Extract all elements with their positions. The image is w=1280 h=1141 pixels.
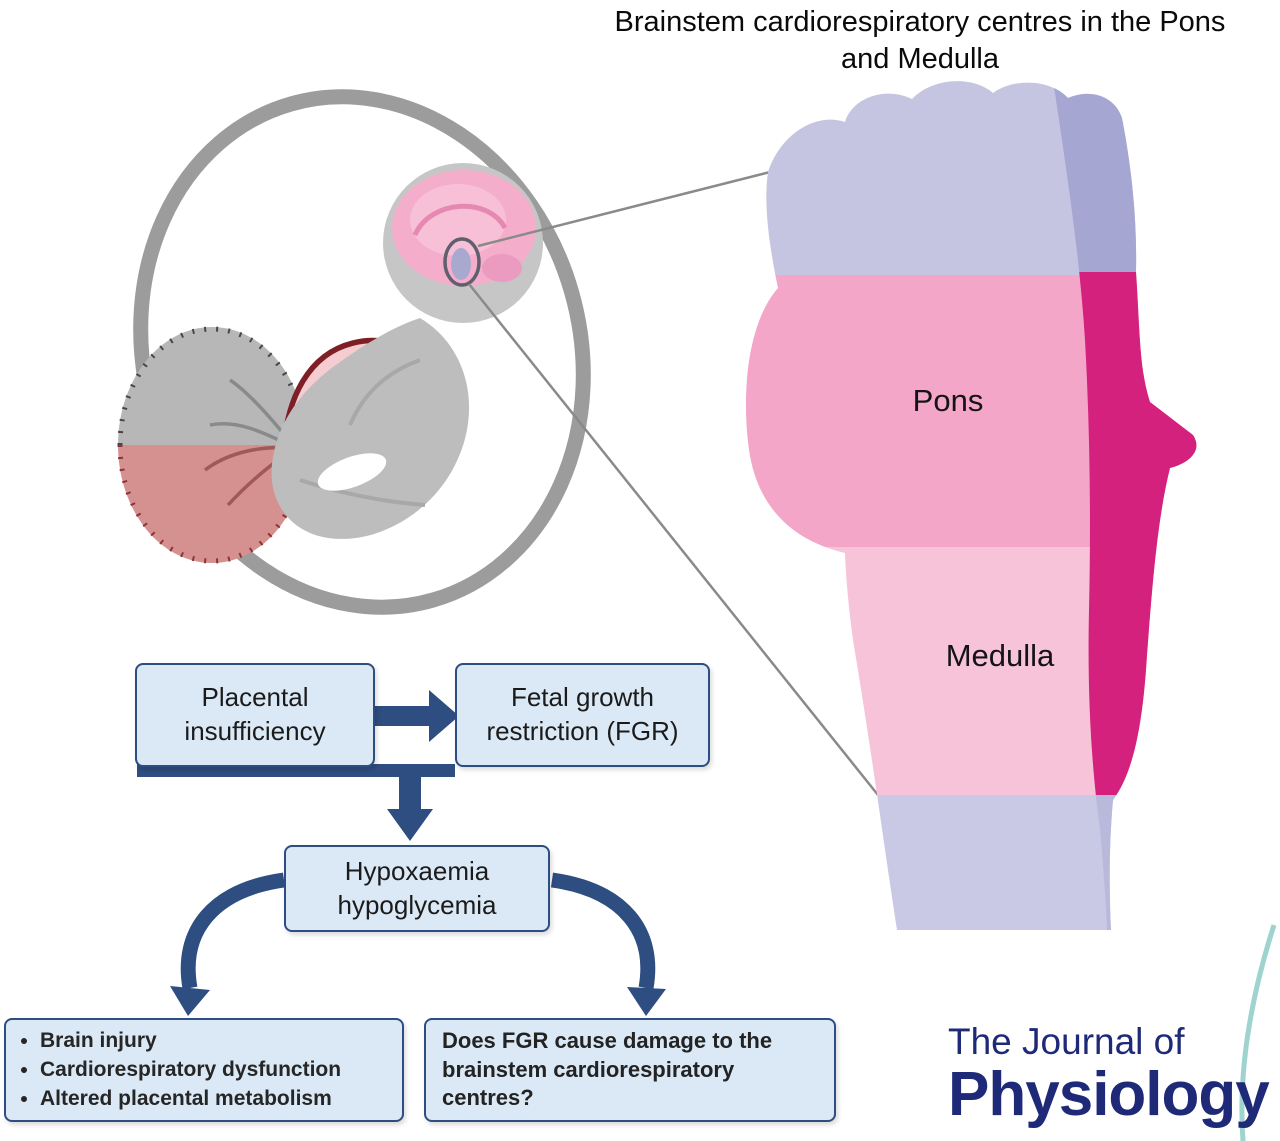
fgr-box: Fetal growth restriction (FGR) [455, 663, 710, 767]
placenta [117, 326, 307, 564]
zoom-line-upper [477, 170, 771, 248]
pons-label: Pons [912, 383, 984, 418]
hypoxaemia-text: Hypoxaemia hypoglycemia [337, 855, 497, 920]
uterus-illustration [117, 89, 591, 615]
flow-bar [137, 764, 455, 777]
flow-arrow-down-head [387, 809, 433, 841]
list-item: Cardiorespiratory dysfunction [40, 1057, 341, 1083]
outcomes-list: Brain injury Cardiorespiratory dysfuncti… [6, 1025, 341, 1116]
flow-arrow-down-shaft [399, 776, 421, 811]
journal-logo-line1: The Journal of [948, 1021, 1185, 1062]
zoom-line-lower [468, 283, 879, 796]
medulla-label: Medulla [945, 638, 1055, 673]
list-item: Brain injury [40, 1028, 341, 1054]
flow-arrow-curve-right-head [627, 987, 666, 1016]
fgr-text: Fetal growth restriction (FGR) [486, 682, 679, 746]
flow-arrow-curve-left [180, 872, 286, 990]
zoom-circle [443, 237, 481, 287]
fetal-brain [392, 170, 536, 286]
question-box: Does FGR cause damage to the brainstem c… [424, 1018, 836, 1122]
hypoxaemia-box: Hypoxaemia hypoglycemia [284, 845, 550, 932]
figure-title: Brainstem cardiorespiratory centres in t… [614, 6, 1226, 76]
fetal-brainstem [451, 248, 471, 280]
list-item: Altered placental metabolism [40, 1086, 341, 1112]
journal-accent-curve [1239, 924, 1277, 1141]
flow-arrow-right [375, 690, 459, 742]
brainstem-illustration [745, 81, 1197, 931]
outcomes-box: Brain injury Cardiorespiratory dysfuncti… [4, 1018, 404, 1122]
question-text: Does FGR cause damage to the brainstem c… [442, 1028, 773, 1111]
midbrain-region [745, 81, 1197, 275]
placental-insufficiency-text: Placental insufficiency [184, 682, 326, 746]
journal-logo: The Journal of Physiology [948, 1021, 1270, 1129]
flow-arrow-curve-right [550, 872, 656, 990]
flow-arrow-curve-left-head [170, 986, 210, 1016]
placental-insufficiency-box: Placental insufficiency [135, 663, 375, 767]
journal-logo-line2: Physiology [948, 1059, 1270, 1129]
spinal-region [745, 795, 1197, 931]
